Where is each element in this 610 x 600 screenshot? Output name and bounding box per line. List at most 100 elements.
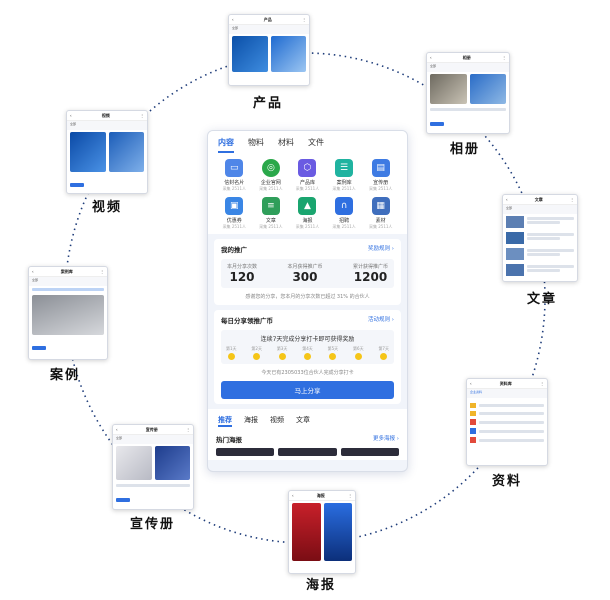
back-icon[interactable]: ‹ bbox=[116, 427, 118, 432]
mini-share-button[interactable] bbox=[430, 122, 444, 126]
file-row[interactable] bbox=[470, 403, 544, 408]
poster-thumbnail[interactable] bbox=[216, 448, 275, 456]
case-image[interactable] bbox=[32, 295, 104, 335]
grid-item-poster[interactable]: ▲海报采集 2511人 bbox=[289, 197, 326, 230]
album-screen[interactable]: ‹相册⋮ 全部 bbox=[426, 52, 510, 134]
poster-screen[interactable]: ‹海报⋮ bbox=[288, 490, 356, 574]
back-icon[interactable]: ‹ bbox=[430, 55, 432, 60]
activity-rules-link[interactable]: 活动规则 › bbox=[368, 317, 394, 323]
share-now-button[interactable]: 马上分享 bbox=[221, 381, 394, 399]
file-row[interactable] bbox=[470, 411, 544, 416]
back-icon[interactable]: ‹ bbox=[292, 493, 294, 498]
video-thumbnail[interactable] bbox=[70, 132, 106, 172]
mini-title: 宣传册 bbox=[145, 426, 158, 432]
article-row[interactable] bbox=[503, 262, 577, 278]
grid-item-website[interactable]: ◎企业官网采集 2511人 bbox=[253, 159, 290, 192]
mini-header: ‹文章⋮ bbox=[503, 195, 577, 205]
grid-label: 优惠券 bbox=[226, 218, 242, 224]
content-type-tabs: 推荐 海报 视频 文章 bbox=[208, 409, 407, 430]
tab-article[interactable]: 文章 bbox=[296, 416, 310, 424]
more-icon[interactable]: ⋮ bbox=[185, 427, 190, 432]
checkin-days: 第1天 第2天 第3天 第4天 第5天 第6天 第7天 bbox=[226, 346, 389, 360]
back-icon[interactable]: ‹ bbox=[70, 113, 72, 118]
more-icon[interactable]: ⋮ bbox=[99, 269, 104, 274]
tab-goods[interactable]: 物料 bbox=[248, 138, 264, 147]
video-thumbnail[interactable] bbox=[108, 132, 144, 172]
video-screen[interactable]: ‹视频⋮ 全部 bbox=[66, 110, 148, 194]
checkin-day: 第6天 bbox=[353, 346, 364, 360]
grid-sub: 采集 2511人 bbox=[259, 224, 283, 229]
grid-item-assets[interactable]: ▦素材采集 2511人 bbox=[362, 197, 399, 230]
product-image[interactable] bbox=[232, 36, 268, 72]
more-icon[interactable]: ⋮ bbox=[539, 381, 544, 386]
file-list bbox=[467, 398, 547, 448]
day-label: 第3天 bbox=[276, 346, 288, 351]
product-image[interactable] bbox=[270, 36, 306, 72]
grid-label: 信封名片 bbox=[224, 180, 245, 186]
grid-sub: 采集 2511人 bbox=[368, 224, 393, 229]
tab-files[interactable]: 文件 bbox=[308, 138, 324, 147]
tab-video[interactable]: 视频 bbox=[270, 416, 284, 424]
file-row[interactable] bbox=[470, 428, 544, 434]
tab-recommend[interactable]: 推荐 bbox=[218, 415, 232, 427]
article-screen[interactable]: ‹文章⋮ 全部 bbox=[502, 194, 578, 282]
back-icon[interactable]: ‹ bbox=[232, 17, 234, 22]
tab-poster[interactable]: 海报 bbox=[244, 416, 258, 424]
grid-item-article[interactable]: ≡文章采集 2511人 bbox=[253, 197, 290, 230]
grid-item-card[interactable]: ▭信封名片采集 2511人 bbox=[216, 159, 253, 192]
mini-filter[interactable]: 全部 bbox=[113, 435, 193, 444]
mini-filter[interactable]: 全部 bbox=[503, 205, 577, 214]
grid-item-recruit[interactable]: ∩招聘采集 2511人 bbox=[326, 197, 363, 230]
back-icon[interactable]: ‹ bbox=[506, 197, 508, 202]
poster-thumbnail[interactable] bbox=[278, 448, 337, 456]
case-screen[interactable]: ‹案例库⋮ 全部 bbox=[28, 266, 108, 360]
album-image[interactable] bbox=[469, 74, 506, 104]
more-posters-link[interactable]: 更多海报 › bbox=[373, 436, 399, 442]
mini-tab[interactable]: 企业资料 bbox=[467, 389, 547, 398]
brochure-image[interactable] bbox=[116, 446, 152, 480]
grid-item-cases[interactable]: ☰案例库采集 2511人 bbox=[326, 159, 363, 192]
mini-share-button[interactable] bbox=[70, 183, 84, 187]
more-icon[interactable]: ⋮ bbox=[501, 55, 506, 60]
poster-thumbnail[interactable] bbox=[340, 448, 399, 456]
back-icon[interactable]: ‹ bbox=[32, 269, 34, 274]
mini-filter[interactable]: 全部 bbox=[67, 121, 147, 130]
mini-filter[interactable]: 全部 bbox=[229, 25, 309, 34]
back-icon[interactable]: ‹ bbox=[470, 381, 472, 386]
mini-filter[interactable]: 全部 bbox=[29, 277, 107, 286]
tab-content[interactable]: 内容 bbox=[218, 137, 234, 153]
grid-item-coupon[interactable]: ▣优惠券采集 2511人 bbox=[216, 197, 253, 230]
grid-item-brochure[interactable]: ▤宣传册采集 2511人 bbox=[362, 159, 399, 192]
brochure-image[interactable] bbox=[154, 446, 190, 480]
product-screen[interactable]: ‹产品⋮ 全部 bbox=[228, 14, 310, 86]
file-row[interactable] bbox=[470, 419, 544, 425]
label-poster: 海报 bbox=[306, 578, 337, 593]
article-row[interactable] bbox=[503, 230, 577, 246]
album-image[interactable] bbox=[430, 74, 467, 104]
more-icon[interactable]: ⋮ bbox=[301, 17, 306, 22]
mini-images bbox=[29, 293, 107, 337]
grid-item-products[interactable]: ⬡产品库采集 2511人 bbox=[289, 159, 326, 192]
mini-filter[interactable]: 全部 bbox=[427, 63, 509, 72]
tab-materials[interactable]: 材料 bbox=[278, 138, 294, 147]
brochure-screen[interactable]: ‹ 宣传册 ⋮ 全部 bbox=[112, 424, 194, 510]
more-icon[interactable]: ⋮ bbox=[139, 113, 144, 118]
stat-label: 本月获得推广币 bbox=[287, 264, 323, 270]
article-row[interactable] bbox=[503, 214, 577, 230]
more-icon[interactable]: ⋮ bbox=[347, 493, 352, 498]
material-screen[interactable]: ‹资料库⋮ 企业资料 bbox=[466, 378, 548, 466]
card-title: 每日分享领推广币 bbox=[221, 317, 273, 325]
poster-image[interactable] bbox=[292, 503, 321, 561]
article-row[interactable] bbox=[503, 246, 577, 262]
poster-image[interactable] bbox=[323, 503, 352, 561]
mini-share-button[interactable] bbox=[32, 346, 46, 350]
more-icon[interactable]: ⋮ bbox=[569, 197, 574, 202]
reward-rules-link[interactable]: 奖励规则 › bbox=[368, 246, 394, 252]
label-case: 案例 bbox=[50, 368, 81, 383]
grid-sub: 采集 2511人 bbox=[222, 186, 247, 191]
mini-share-button[interactable] bbox=[116, 498, 130, 502]
file-row[interactable] bbox=[470, 437, 544, 443]
label-article: 文章 bbox=[527, 292, 558, 307]
label-album: 相册 bbox=[450, 142, 481, 157]
